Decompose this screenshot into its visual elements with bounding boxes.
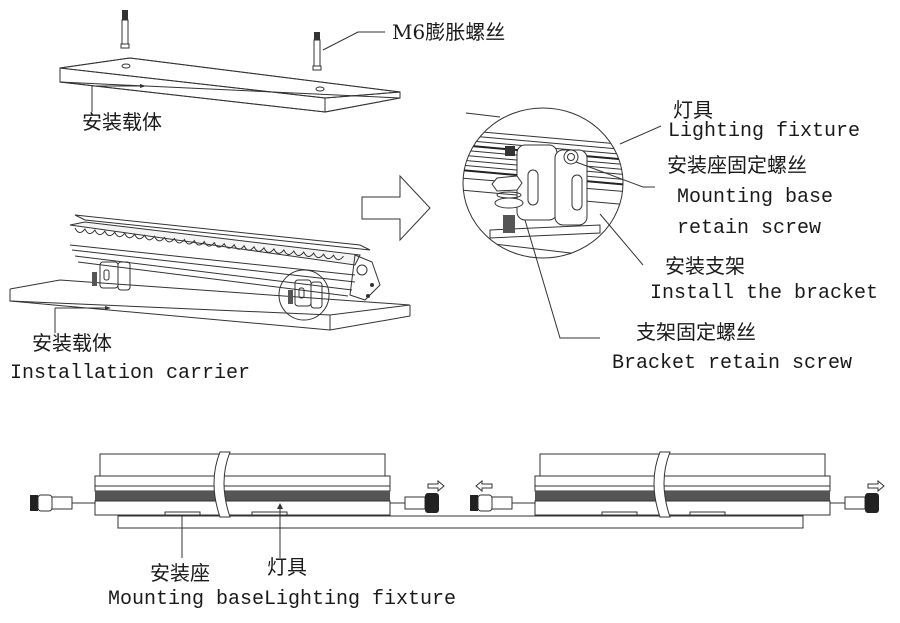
top-carrier-plate — [59, 57, 401, 113]
middle-carrier-label-en: Installation carrier — [10, 362, 251, 385]
bottom-fixture-label-cn: 灯具 — [267, 555, 307, 579]
connector-left-female — [390, 493, 439, 513]
base-screw-label-cn: 安装座固定螺丝 — [667, 153, 807, 177]
connector-right-male — [470, 494, 535, 512]
flow-arrow-left-icon — [475, 479, 493, 493]
middle-carrier-plate — [9, 279, 411, 331]
fixture-label-cn: 灯具 — [673, 98, 713, 122]
bracket-screw-label-cn: 支架固定螺丝 — [636, 320, 756, 344]
flow-arrow-right-icon — [427, 479, 445, 493]
bracket-label-en: Install the bracket — [650, 282, 879, 305]
bracket-label-cn: 安装支架 — [665, 254, 745, 278]
bracket-screw-label-en: Bracket retain screw — [612, 352, 853, 375]
bottom-fixture-left — [94, 451, 391, 518]
bottom-base-label-cn: 安装座 — [150, 561, 210, 585]
detail-leaders — [524, 125, 662, 339]
top-carrier-leader — [91, 84, 146, 112]
flow-arrow-right-end-icon — [867, 479, 885, 493]
arrow-right-icon — [361, 174, 431, 242]
detail-highlight-circle — [278, 269, 330, 321]
middle-carrier-label-cn: 安装载体 — [32, 331, 112, 355]
detail-magnified-view — [462, 107, 624, 259]
bracket-right — [288, 279, 323, 309]
m6-screw-right — [312, 32, 322, 71]
top-carrier-label: 安装载体 — [82, 110, 162, 134]
middle-carrier-leader — [54, 306, 111, 333]
bottom-base-label-en: Mounting base — [108, 588, 265, 611]
m6-screw-leader — [322, 31, 385, 51]
m6-expansion-screw-label: M6膨胀螺丝 — [392, 20, 506, 44]
bottom-fixture-right — [534, 451, 831, 518]
m6-screw-left — [120, 10, 130, 49]
base-screw-label-en-line1: Mounting base — [677, 186, 834, 209]
fixture-label-en: Lighting fixture — [668, 120, 861, 143]
base-screw-label-en-line2: retain screw — [677, 217, 822, 240]
bottom-fixture-label-en: Lighting fixture — [264, 588, 457, 611]
connector-right-female — [830, 493, 879, 513]
connector-left-male — [30, 494, 95, 512]
bottom-carrier-bar — [117, 515, 804, 529]
bracket-left — [92, 261, 131, 291]
